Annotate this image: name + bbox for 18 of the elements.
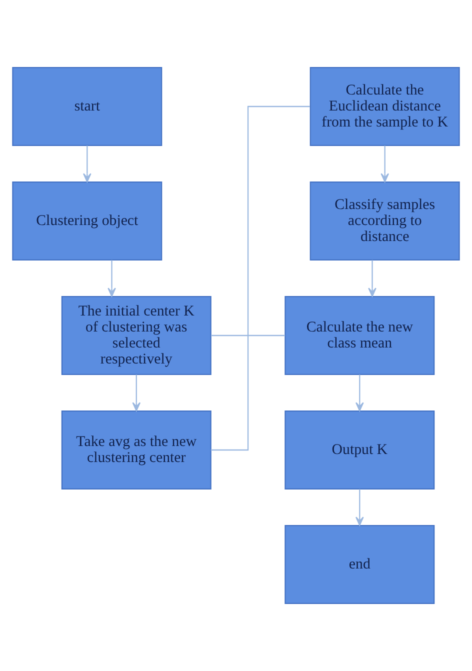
node-box: end bbox=[284, 525, 435, 604]
arrow bbox=[82, 146, 92, 182]
arrow bbox=[108, 260, 116, 297]
node-box: Clustering object bbox=[12, 182, 162, 260]
connector bbox=[211, 334, 286, 336]
node-box: Output K bbox=[284, 410, 435, 490]
arrow bbox=[355, 374, 364, 412]
arrow bbox=[368, 260, 376, 297]
arrow bbox=[380, 146, 390, 182]
node-box: Calculate the new class mean bbox=[284, 296, 435, 375]
node-box: Classify samples according to distance bbox=[310, 182, 460, 260]
node-box: Take avg as the new clustering center bbox=[61, 410, 212, 490]
node-box: start bbox=[12, 67, 162, 146]
arrow bbox=[355, 489, 364, 526]
arrow bbox=[132, 374, 141, 412]
node-box: Calculate the Euclidean distance from the sample to K bbox=[310, 67, 460, 146]
connector bbox=[210, 106, 310, 451]
node-box: The initial center K of clustering was selected respectively bbox=[61, 296, 212, 375]
